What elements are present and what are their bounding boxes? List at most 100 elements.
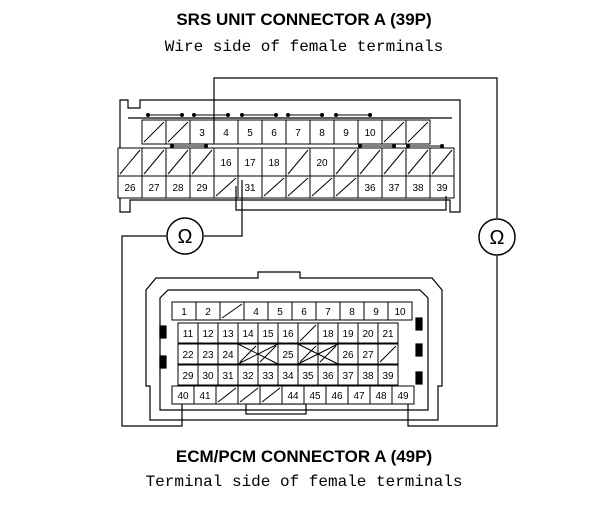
ecm-terminal-cell: 48 bbox=[369, 385, 393, 405]
ecm-terminal-cell bbox=[237, 385, 261, 405]
srs-terminal-cell bbox=[117, 147, 143, 177]
srs-terminal-cell bbox=[285, 175, 311, 199]
ecm-terminal-label: 39 bbox=[382, 371, 394, 382]
ecm-terminal-cell: 14 bbox=[237, 322, 259, 344]
ecm-terminal-cell: 8 bbox=[339, 301, 365, 321]
srs-terminal-cell bbox=[381, 119, 407, 145]
srs-terminal-cell: 8 bbox=[309, 119, 335, 145]
ecm-terminal-label: 11 bbox=[183, 329, 194, 340]
srs-terminal-cell bbox=[405, 119, 431, 145]
srs-terminal-label: 5 bbox=[247, 128, 253, 139]
ecm-terminal-label: 33 bbox=[262, 371, 274, 382]
srs-terminal-label: 38 bbox=[412, 183, 424, 194]
ecm-terminal-label: 35 bbox=[302, 371, 314, 382]
srs-terminal-label: 31 bbox=[244, 183, 256, 194]
ecm-terminal-cell bbox=[317, 343, 339, 365]
srs-connector-title: SRS UNIT CONNECTOR A (39P) bbox=[176, 10, 432, 29]
srs-terminal-cell bbox=[381, 147, 407, 177]
ecm-terminal-cell: 13 bbox=[217, 322, 239, 344]
srs-terminal-cell: 27 bbox=[141, 175, 167, 199]
ecm-terminal-cell: 24 bbox=[217, 343, 239, 365]
srs-terminal-cell: 9 bbox=[333, 119, 359, 145]
ecm-terminal-cell: 37 bbox=[337, 364, 359, 386]
ecm-terminal-cell: 44 bbox=[281, 385, 305, 405]
ecm-terminal-label: 29 bbox=[182, 371, 194, 382]
ecm-connector-subtitle: Terminal side of female terminals bbox=[145, 473, 463, 491]
srs-terminal-cell: 3 bbox=[189, 119, 215, 145]
srs-terminal-label: 18 bbox=[268, 158, 280, 169]
srs-terminal-cell: 17 bbox=[237, 147, 263, 177]
srs-terminal-cell: 10 bbox=[357, 119, 383, 145]
ecm-terminal-cell: 26 bbox=[337, 343, 359, 365]
ecm-terminal-cell: 31 bbox=[217, 364, 239, 386]
ecm-terminal-cell: 29 bbox=[177, 364, 199, 386]
srs-connector-shell bbox=[119, 99, 461, 213]
test-wires bbox=[121, 77, 498, 427]
ecm-connector-title: ECM/PCM CONNECTOR A (49P) bbox=[175, 447, 433, 466]
srs-terminal-label: 3 bbox=[199, 128, 205, 139]
srs-terminal-cell bbox=[141, 147, 167, 177]
ecm-terminal-cell: 15 bbox=[257, 322, 279, 344]
srs-terminal-label: 26 bbox=[124, 183, 136, 194]
ecm-terminal-label: 37 bbox=[342, 371, 354, 382]
srs-terminal-cell bbox=[357, 147, 383, 177]
ohmmeter-left: Ω bbox=[166, 217, 204, 255]
srs-terminal-cell bbox=[405, 147, 431, 177]
srs-terminal-label: 6 bbox=[271, 128, 277, 139]
srs-terminal-label: 37 bbox=[388, 183, 400, 194]
ecm-terminal-cell: 40 bbox=[171, 385, 195, 405]
ecm-terminal-cell: 12 bbox=[197, 322, 219, 344]
ohmmeter-right: Ω bbox=[478, 218, 516, 256]
srs-lock-bars bbox=[146, 113, 444, 148]
srs-terminal-cell bbox=[165, 147, 191, 177]
srs-terminal-label: 29 bbox=[196, 183, 208, 194]
srs-terminal-label: 7 bbox=[295, 128, 301, 139]
srs-terminal-label: 8 bbox=[319, 128, 325, 139]
ohm-symbol-right: Ω bbox=[490, 227, 505, 249]
srs-connector-subtitle: Wire side of female terminals bbox=[164, 38, 444, 56]
ecm-terminal-label: 24 bbox=[222, 350, 234, 361]
srs-terminal-label: 4 bbox=[223, 128, 229, 139]
ecm-terminal-label: 9 bbox=[373, 307, 379, 318]
srs-terminal-cell: 4 bbox=[213, 119, 239, 145]
ecm-terminal-cell bbox=[259, 385, 283, 405]
ecm-terminal-cell: 25 bbox=[277, 343, 299, 365]
ecm-blank-cross bbox=[237, 343, 279, 365]
ecm-terminal-label: 48 bbox=[375, 391, 387, 402]
srs-terminal-cell: 20 bbox=[309, 147, 335, 177]
ecm-terminal-label: 25 bbox=[282, 350, 294, 361]
ecm-connector-shell bbox=[145, 271, 443, 421]
srs-terminal-label: 20 bbox=[316, 158, 328, 169]
ecm-terminal-label: 44 bbox=[287, 391, 299, 402]
ecm-terminal-cell: 11 bbox=[177, 322, 199, 344]
ecm-terminal-cell: 49 bbox=[391, 385, 415, 405]
ecm-terminal-cell: 27 bbox=[357, 343, 379, 365]
ecm-terminal-cell: 23 bbox=[197, 343, 219, 365]
ecm-terminal-cell bbox=[257, 343, 279, 365]
ecm-terminal-cell: 32 bbox=[237, 364, 259, 386]
ecm-terminal-cell: 18 bbox=[317, 322, 339, 344]
srs-terminal-label: 9 bbox=[343, 128, 349, 139]
srs-terminal-cell bbox=[333, 175, 359, 199]
ecm-terminal-label: 22 bbox=[182, 350, 194, 361]
ecm-terminal-label: 21 bbox=[382, 329, 394, 340]
ecm-terminal-cell: 1 bbox=[171, 301, 197, 321]
ecm-terminal-label: 2 bbox=[205, 307, 211, 318]
ecm-terminal-cell: 46 bbox=[325, 385, 349, 405]
ecm-terminal-label: 23 bbox=[202, 350, 214, 361]
ecm-terminal-cell: 10 bbox=[387, 301, 413, 321]
ecm-terminal-cell: 9 bbox=[363, 301, 389, 321]
srs-terminal-label: 36 bbox=[364, 183, 376, 194]
ecm-terminal-cell: 22 bbox=[177, 343, 199, 365]
ecm-terminal-cell: 4 bbox=[243, 301, 269, 321]
ecm-terminal-label: 40 bbox=[177, 391, 189, 402]
ecm-terminal-cell bbox=[237, 343, 259, 365]
ecm-terminal-label: 34 bbox=[282, 371, 294, 382]
srs-terminal-label: 17 bbox=[244, 158, 256, 169]
srs-terminal-cell: 38 bbox=[405, 175, 431, 199]
ecm-terminal-label: 19 bbox=[342, 329, 354, 340]
srs-terminal-cell bbox=[429, 147, 455, 177]
ecm-terminal-cell: 6 bbox=[291, 301, 317, 321]
srs-terminal-cell bbox=[165, 119, 191, 145]
